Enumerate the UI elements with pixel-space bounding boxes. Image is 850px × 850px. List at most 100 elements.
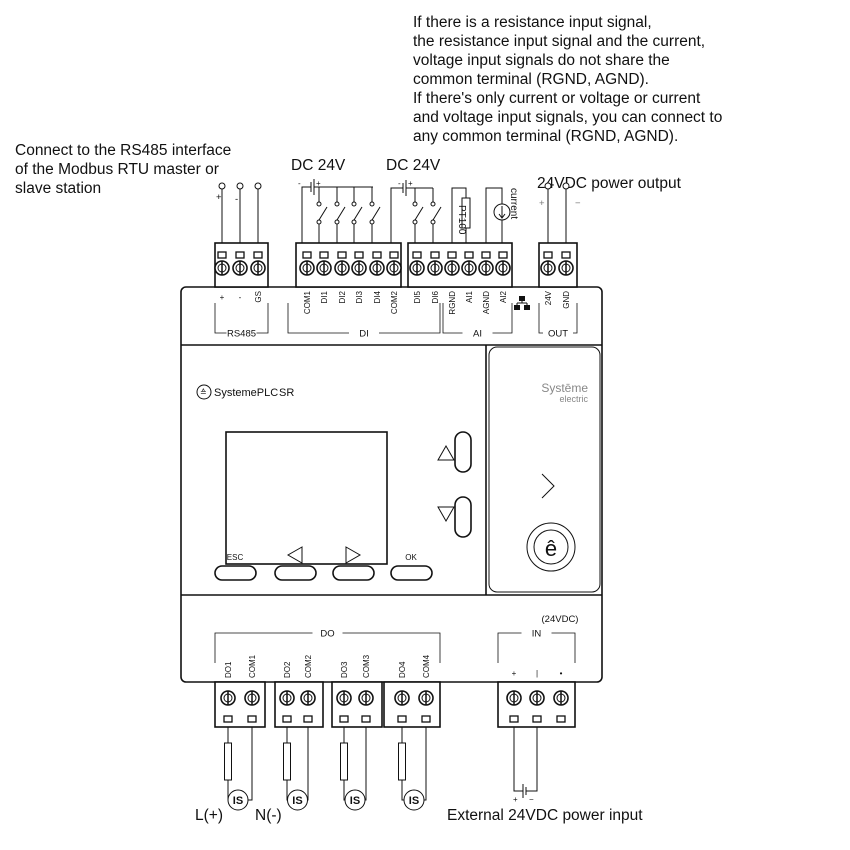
live-label: L(+): [195, 807, 223, 824]
wire-slot: [389, 251, 399, 259]
terminal-label: AGND: [482, 291, 491, 314]
chevron-right-icon: [541, 473, 555, 499]
terminal-label: AI2: [499, 290, 508, 303]
resistor-icon: [224, 742, 232, 781]
terminal-label: •: [560, 669, 563, 678]
left-button[interactable]: [274, 546, 317, 581]
out-minus-sign: −: [575, 198, 581, 209]
neutral-label: N(-): [255, 807, 282, 824]
terminal-screw-icon[interactable]: [279, 690, 295, 706]
switch-icon: [369, 201, 381, 243]
wire-slot: [302, 251, 312, 259]
right-button[interactable]: [332, 546, 375, 581]
resistor-icon: [340, 742, 348, 781]
terminal-screw-icon[interactable]: [394, 690, 410, 706]
do-terminal-block: [331, 681, 383, 728]
triangle-right-icon: [345, 546, 362, 564]
terminal-label: GS: [254, 291, 263, 303]
load-symbol-icon: [403, 789, 425, 811]
switch-icon: [430, 201, 442, 243]
terminal-screw-icon[interactable]: [553, 690, 569, 706]
ai-terminal-block: [407, 242, 513, 288]
load-circuit: IS: [340, 727, 367, 811]
terminal-label: COM3: [362, 654, 371, 678]
terminal-screw-icon[interactable]: [558, 260, 574, 276]
rs485-plus-sign: +: [216, 192, 222, 203]
wire-slot: [532, 715, 542, 723]
terminal-screw-icon[interactable]: [369, 260, 385, 276]
terminal-screw-icon[interactable]: [336, 690, 352, 706]
terminal-screw-icon[interactable]: [244, 690, 260, 706]
round-logo-button[interactable]: ê: [526, 522, 576, 572]
brand-logo-glyph: ≙: [200, 388, 207, 397]
out-terminal-block: [538, 242, 578, 288]
ai-group-label: AI: [473, 329, 482, 340]
resistor-icon: [398, 742, 406, 781]
terminal-screw-icon[interactable]: [299, 260, 315, 276]
out-group: OUT: [538, 303, 578, 340]
dc24v-label: DC 24V: [291, 157, 346, 174]
esc-label: ESC: [227, 553, 244, 562]
terminal-screw-icon[interactable]: [351, 260, 367, 276]
terminal-screw-icon[interactable]: [232, 260, 248, 276]
di-terminal-block: [295, 242, 402, 288]
up-button[interactable]: [437, 431, 472, 473]
terminal-screw-icon[interactable]: [220, 690, 236, 706]
wire-slot: [247, 715, 257, 723]
terminal-screw-icon[interactable]: [250, 260, 266, 276]
load-symbol-label: IS: [350, 795, 360, 807]
terminal-label: AI1: [465, 290, 474, 303]
terminal-label: DI2: [338, 290, 347, 303]
triangle-up-icon: [437, 444, 455, 461]
terminal-screw-icon[interactable]: [409, 260, 425, 276]
terminal-label: DO4: [398, 661, 407, 678]
terminal-screw-icon[interactable]: [444, 260, 460, 276]
load-symbol-icon: [227, 789, 249, 811]
note-line: any common terminal (RGND, AGND).: [413, 128, 678, 145]
svg-text:-: -: [398, 179, 401, 188]
switch-icon: [351, 201, 363, 243]
wire-slot: [253, 251, 263, 259]
brand-logo-icon: [196, 384, 212, 400]
svg-text:+: +: [513, 795, 518, 804]
svg-text:-: -: [298, 179, 301, 188]
esc-button[interactable]: ESC: [214, 553, 257, 581]
terminal-screw-icon[interactable]: [461, 260, 477, 276]
ok-button[interactable]: OK: [390, 553, 433, 581]
wire-slot: [421, 715, 431, 723]
do-group: DO: [214, 628, 441, 663]
terminal-screw-icon[interactable]: [316, 260, 332, 276]
terminal-label: COM1: [248, 654, 257, 678]
do-group-label: DO: [320, 629, 334, 640]
wire-slot: [223, 715, 233, 723]
note-line: voltage input signals do not share the: [413, 52, 670, 69]
terminal-screw-icon[interactable]: [214, 260, 230, 276]
top-wiring: [218, 179, 570, 243]
terminal-label: COM2: [304, 654, 313, 678]
terminal-screw-icon[interactable]: [386, 260, 402, 276]
terminal-screw-icon[interactable]: [300, 690, 316, 706]
resistor-icon: [283, 742, 291, 781]
down-button[interactable]: [437, 496, 472, 538]
wire-slot: [498, 251, 508, 259]
terminal-screw-icon[interactable]: [495, 260, 511, 276]
terminal-screw-icon[interactable]: [529, 690, 545, 706]
terminal-label: +: [220, 293, 225, 302]
di-group: DI: [287, 303, 441, 340]
terminal-screw-icon[interactable]: [418, 690, 434, 706]
in-group-label: IN: [532, 629, 542, 640]
note-line: If there is a resistance input signal,: [413, 14, 652, 31]
terminal-screw-icon[interactable]: [506, 690, 522, 706]
e-logo-icon: ê: [545, 536, 557, 561]
plc-body: [180, 286, 603, 683]
terminal-screw-icon[interactable]: [334, 260, 350, 276]
power-output-label: 24VDC power output: [537, 175, 682, 192]
terminal-screw-icon[interactable]: [540, 260, 556, 276]
terminal-screw-icon[interactable]: [358, 690, 374, 706]
triangle-left-icon: [286, 546, 303, 564]
pt100-label: PT100: [456, 205, 467, 235]
terminal-screw-icon[interactable]: [478, 260, 494, 276]
terminal-label: +: [512, 669, 517, 678]
terminal-screw-icon[interactable]: [427, 260, 443, 276]
load-symbol-label: IS: [233, 795, 243, 807]
